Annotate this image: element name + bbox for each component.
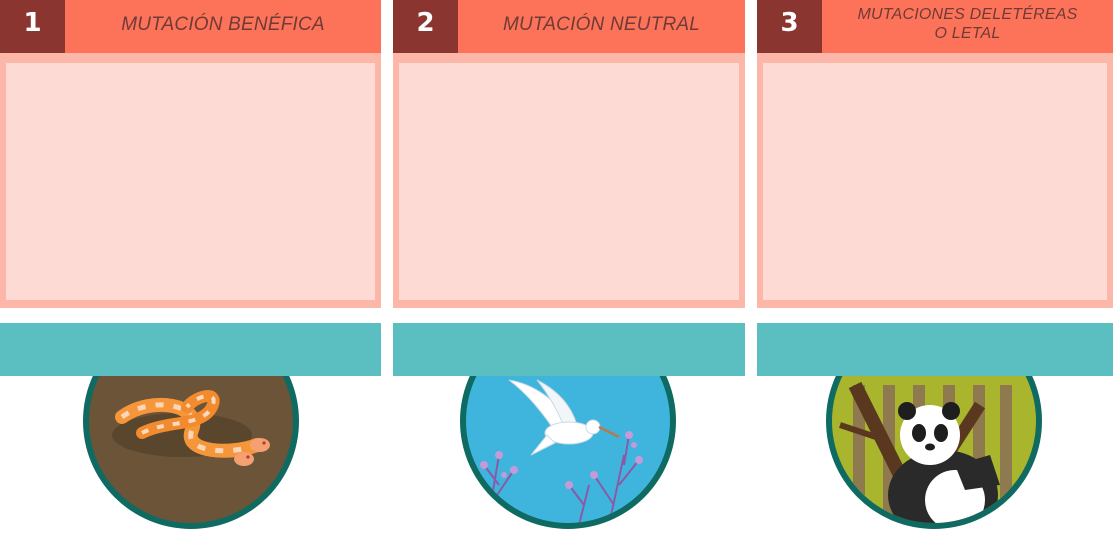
label-bar[interactable] — [0, 323, 381, 376]
column-title-line2: O LETAL — [934, 24, 1001, 42]
column-title: MUTACIÓN NEUTRAL — [502, 14, 701, 35]
column-number: 3 — [757, 0, 822, 53]
answer-area[interactable] — [6, 63, 375, 300]
answer-panel — [757, 53, 1113, 308]
column-number: 2 — [393, 0, 458, 53]
answer-panel — [0, 53, 381, 308]
column-header: 1 MUTACIÓN BENÉFICA — [0, 0, 381, 53]
answer-panel — [393, 53, 745, 308]
column-title-line1: MUTACIONES DELETÉREAS — [857, 5, 1078, 23]
label-bar[interactable] — [393, 323, 745, 376]
column-neutral: 2 MUTACIÓN NEUTRAL — [393, 0, 745, 529]
column-title: MUTACIÓN BENÉFICA — [121, 14, 325, 35]
column-header: 2 MUTACIÓN NEUTRAL — [393, 0, 745, 53]
answer-area[interactable] — [399, 63, 739, 300]
snake-icon — [82, 335, 300, 530]
column-number: 1 — [0, 0, 65, 53]
column-beneficial: 1 MUTACIÓN BENÉFICA — [0, 0, 381, 529]
answer-area[interactable] — [763, 63, 1107, 300]
label-bar[interactable] — [757, 323, 1113, 376]
